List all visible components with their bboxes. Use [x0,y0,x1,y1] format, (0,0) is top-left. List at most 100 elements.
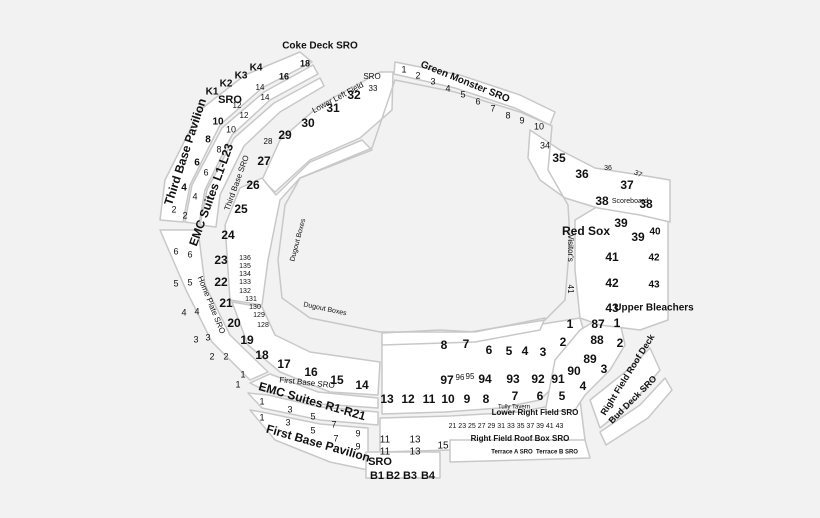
section-label: 37 [620,178,634,192]
section-label: 29 [278,128,292,142]
section-label: 129 [253,312,265,319]
section-label: 93 [506,372,520,386]
emc-suites-right-section[interactable] [247,392,379,426]
section-label: 39 [631,230,645,244]
section-label: 41 [566,285,575,294]
section-label: 6 [173,246,178,256]
section-label: 36 [604,165,612,172]
section-label: 10 [226,124,236,134]
section-label: 32 [347,88,361,102]
section-label: 21 [219,296,233,310]
section-label: 5 [506,344,513,358]
section-label: Dugout Boxes [289,217,307,262]
section-label: 3 [285,417,290,427]
section-label: 2 [171,204,176,214]
third-base-sro-section[interactable] [199,77,325,228]
section-label: 5 [173,278,178,288]
right-field-section[interactable] [544,317,626,413]
emc-suites-left-section[interactable] [184,64,319,225]
section-label: 2 [415,70,420,80]
section-label: 9 [519,115,524,125]
outfield-wall-section[interactable] [527,129,671,223]
section-label: 12 [401,392,415,406]
first-base-pavilion-section[interactable] [249,409,369,471]
section-label: B4 [421,470,436,482]
section-label: 3 [430,76,435,86]
section-label: 40 [649,227,661,238]
section-label: 38 [595,194,609,208]
section-label: 43 [605,301,619,315]
section-label: 2 [617,336,624,350]
section-label: 6 [194,158,200,169]
section-label: 11 [380,447,391,458]
section-label: 1 [240,369,245,379]
section-label: 7 [463,337,470,351]
section-label: 43 [648,280,660,291]
section-label: 13 [409,447,421,458]
section-label: 16 [279,71,289,81]
section-label: 5 [310,411,315,421]
section-label: B2 [386,470,400,482]
section-label: 5 [460,89,465,99]
section-label: 3 [205,332,210,342]
section-label: 2 [560,335,567,349]
section-label: Coke Deck SRO [282,41,358,52]
section-label: 133 [239,279,251,286]
section-label: 37 [633,169,643,179]
home-plate-sro-section[interactable] [159,229,269,381]
section-label: Dugout Boxes [303,301,348,317]
section-label: 3 [287,404,292,414]
section-label: 3 [540,345,547,359]
section-label: 8 [441,338,448,352]
lower-left-field-section[interactable] [261,71,394,193]
section-label: 89 [583,352,597,366]
section-label: 92 [531,372,545,386]
section-label: Red Sox [562,224,610,238]
first-base-sro-section[interactable] [249,373,379,409]
section-label: 95 [466,372,475,381]
section-label: 25 [234,202,248,216]
bud-deck-sro-section[interactable] [599,377,673,446]
section-label: K4 [250,63,263,74]
section-label: 4 [181,183,187,194]
section-label: 13 [409,435,421,446]
section-label: 87 [591,317,605,331]
section-label: 1 [401,64,406,74]
section-label: 12 [240,111,249,120]
section-label: 6 [187,249,192,259]
sro-b-section[interactable] [365,451,441,479]
section-label: 39 [614,216,628,230]
section-label: 20 [227,316,241,330]
lower-box-third-base[interactable] [224,139,373,306]
section-label: 38 [639,197,653,211]
section-label: 2 [223,351,228,361]
section-label: 1 [259,396,264,406]
section-label: 3 [601,362,608,376]
section-label: 132 [239,288,251,295]
section-label: 23 [214,253,228,267]
section-label: 94 [478,372,492,386]
section-label: Lower Right Field SRO [492,408,579,417]
section-label: 8 [216,144,221,154]
third-base-pavilion-section[interactable] [159,51,313,223]
section-label: 14 [261,93,270,102]
section-label: 10 [441,392,455,406]
section-label: Scoreboard [612,198,648,205]
terrace-section[interactable] [449,439,591,463]
section-label: B1 [370,470,384,482]
section-label: 6 [537,389,544,403]
right-field-roof-deck-section[interactable] [589,347,661,429]
section-label: 31 [326,101,340,115]
section-label: 130 [249,304,261,311]
section-label: 1 [614,316,621,330]
lower-box-home-plate[interactable] [231,301,381,396]
section-label: 22 [214,275,228,289]
section-label: 15 [330,373,344,387]
section-label: 16 [304,365,318,379]
section-label: 5 [310,425,315,435]
section-label: 33 [369,84,378,93]
section-label: 4 [194,306,199,316]
section-label: 26 [246,178,260,192]
section-label: 11 [423,392,436,406]
